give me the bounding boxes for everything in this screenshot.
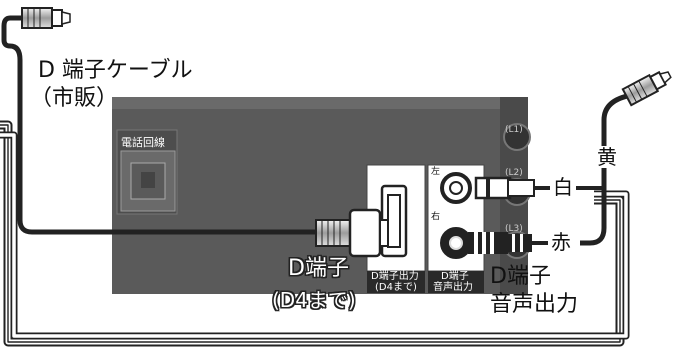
cable-name-label: D 端子ケーブル: [38, 58, 193, 83]
yellow-label: 黄: [596, 145, 618, 169]
l2-label: (L2): [505, 168, 523, 178]
audio-tag-2: 音声出力: [433, 282, 473, 293]
audio-callout-1: D端子: [490, 264, 551, 289]
phone-jack-label: 電話回線: [121, 136, 165, 149]
red-rca-plug-icon: [468, 232, 548, 254]
top-right-plug-icon: [621, 70, 672, 107]
cable-note-label: （市販）: [30, 86, 119, 111]
d-out-tag-2: (D4まで): [375, 282, 417, 293]
top-left-plug-icon: [21, 7, 71, 29]
phone-jack-icon: [116, 129, 178, 215]
yellow-cable: [576, 92, 633, 246]
right-channel-label: 右: [431, 212, 441, 222]
d-terminal-callout-1: D端子: [288, 256, 349, 281]
white-label: 白: [553, 175, 573, 199]
audio-out-panel: [427, 164, 485, 293]
d-out-tag-1: D端子出力: [371, 271, 419, 282]
audio-callout-2: 音声出力: [490, 292, 579, 317]
l3-label: (L3): [505, 224, 523, 234]
d-terminal-connector-icon: [315, 208, 389, 258]
left-channel-label: 左: [431, 167, 441, 177]
l1-label: (L1): [505, 125, 523, 135]
outer-loop-cable: [0, 120, 630, 347]
audio-tag-1: D端子: [441, 271, 469, 282]
d-terminal-callout-2: (D4まで): [272, 288, 356, 312]
white-rca-plug-icon: [474, 176, 550, 200]
d-cable: [1, 15, 318, 235]
red-label: 赤: [551, 230, 571, 254]
